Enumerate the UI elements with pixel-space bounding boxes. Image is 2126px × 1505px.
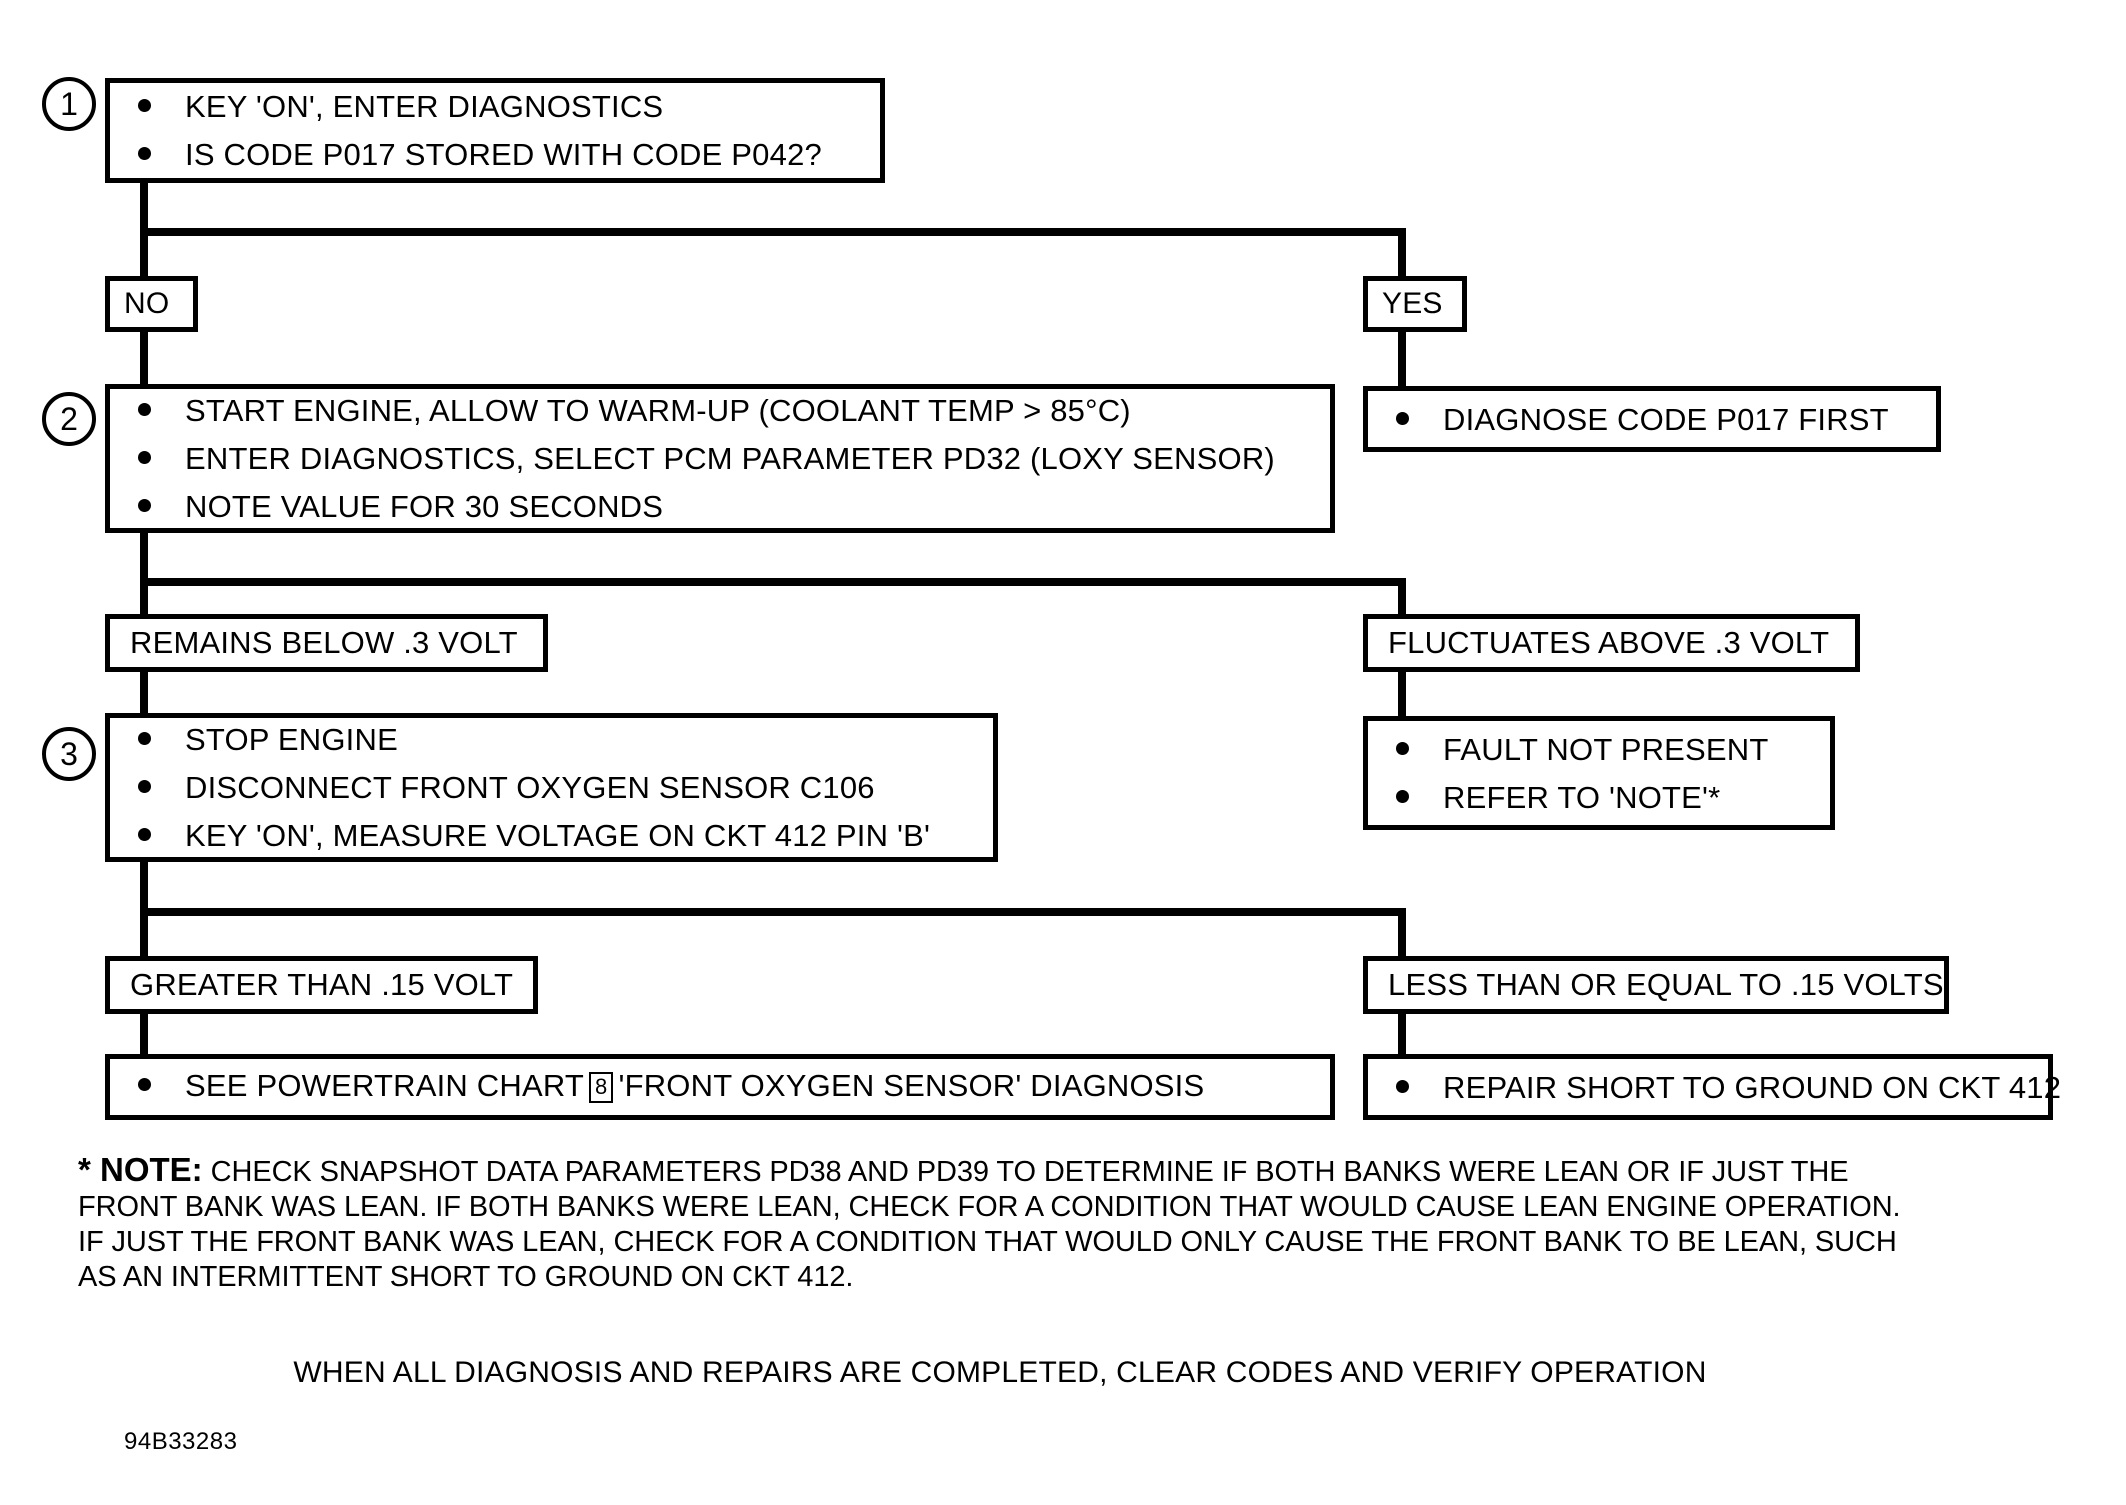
- list-item: DISCONNECT FRONT OXYGEN SENSOR C106: [110, 772, 993, 803]
- connector-remains-down: [140, 578, 148, 618]
- list-item: NOTE VALUE FOR 30 SECONDS: [110, 491, 1330, 522]
- connector-lessthan-down: [1398, 908, 1406, 960]
- list-item: KEY 'ON', MEASURE VOLTAGE ON CKT 412 PIN…: [110, 820, 993, 851]
- outcome-fault-not-present: FAULT NOT PRESENT REFER TO 'NOTE'*: [1363, 716, 1835, 830]
- note-heading: * NOTE:: [78, 1151, 203, 1188]
- branch-label-remains-below: REMAINS BELOW .3 VOLT: [105, 614, 548, 672]
- connector-step3-split: [140, 908, 1406, 916]
- connector-greaterthan-down: [140, 908, 148, 960]
- connector-fluctuates-down: [1398, 578, 1406, 618]
- bullet-dot-icon: [138, 732, 151, 745]
- connector-step1-split: [140, 228, 1406, 236]
- branch-label-less-than-or-equal: LESS THAN OR EQUAL TO .15 VOLTS: [1363, 956, 1949, 1014]
- note-line: * NOTE: CHECK SNAPSHOT DATA PARAMETERS P…: [78, 1152, 2053, 1190]
- connector-step2-split: [140, 578, 1406, 586]
- bullet-dot-icon: [138, 1077, 151, 1091]
- outcome-repair-short-to-ground: REPAIR SHORT TO GROUND ON CKT 412: [1363, 1054, 2061, 1120]
- connector-no-down: [140, 228, 148, 278]
- list-item: FAULT NOT PRESENT: [1368, 734, 1830, 765]
- bullet-dot-icon: [1396, 789, 1409, 803]
- list-item: DIAGNOSE CODE P017 FIRST: [1368, 404, 1936, 435]
- list-item: START ENGINE, ALLOW TO WARM-UP (COOLANT …: [110, 395, 1330, 426]
- note-line: AS AN INTERMITTENT SHORT TO GROUND ON CK…: [78, 1261, 854, 1293]
- chart-reference-icon: 8: [589, 1071, 614, 1103]
- note-line: IF JUST THE FRONT BANK WAS LEAN, CHECK F…: [78, 1226, 1897, 1258]
- bullet-dot-icon: [138, 99, 151, 112]
- connector-greaterthan-to-outcome: [140, 1012, 148, 1056]
- bullet-dot-icon: [1396, 741, 1409, 755]
- list-item: REPAIR SHORT TO GROUND ON CKT 412: [1368, 1072, 2061, 1103]
- closing-instruction: WHEN ALL DIAGNOSIS AND REPAIRS ARE COMPL…: [293, 1356, 1707, 1389]
- note-block: * NOTE: CHECK SNAPSHOT DATA PARAMETERS P…: [78, 1152, 2053, 1295]
- branch-label-yes: YES: [1363, 276, 1467, 332]
- branch-label-greater-than: GREATER THAN .15 VOLT: [105, 956, 538, 1014]
- step-1-box: KEY 'ON', ENTER DIAGNOSTICS IS CODE P017…: [105, 78, 885, 183]
- step-3-box: STOP ENGINE DISCONNECT FRONT OXYGEN SENS…: [105, 713, 998, 862]
- note-text: CHECK SNAPSHOT DATA PARAMETERS PD38 AND …: [210, 1156, 1849, 1188]
- bullet-dot-icon: [138, 499, 151, 512]
- step-2-box: START ENGINE, ALLOW TO WARM-UP (COOLANT …: [105, 384, 1335, 533]
- connector-yes-to-outcome: [1398, 330, 1406, 386]
- bullet-dot-icon: [138, 828, 151, 841]
- step-number-2: 2: [42, 392, 96, 446]
- branch-label-fluctuates-above: FLUCTUATES ABOVE .3 VOLT: [1363, 614, 1860, 672]
- branch-label-no: NO: [105, 276, 198, 332]
- list-item: IS CODE P017 STORED WITH CODE P042?: [110, 139, 880, 170]
- bullet-dot-icon: [1396, 1079, 1409, 1093]
- connector-remains-to-step3: [140, 670, 148, 716]
- document-id: 94B33283: [124, 1428, 238, 1455]
- connector-lessthan-to-outcome: [1398, 1012, 1406, 1056]
- list-item: REFER TO 'NOTE'*: [1368, 782, 1830, 813]
- connector-fluctuates-to-outcome: [1398, 670, 1406, 716]
- connector-yes-down: [1398, 228, 1406, 278]
- bullet-dot-icon: [138, 780, 151, 793]
- connector-step1-down: [140, 183, 148, 236]
- bullet-dot-icon: [138, 403, 151, 416]
- outcome-diagnose-code-first: DIAGNOSE CODE P017 FIRST: [1363, 386, 1941, 452]
- connector-step2-down: [140, 533, 148, 586]
- note-line: FRONT BANK WAS LEAN. IF BOTH BANKS WERE …: [78, 1191, 1901, 1223]
- bullet-dot-icon: [138, 451, 151, 464]
- list-item: ENTER DIAGNOSTICS, SELECT PCM PARAMETER …: [110, 443, 1330, 474]
- connector-step3-down: [140, 862, 148, 916]
- connector-no-to-step2: [140, 330, 148, 386]
- bullet-dot-icon: [1396, 411, 1409, 425]
- bullet-dot-icon: [138, 147, 151, 160]
- step-number-3: 3: [42, 727, 96, 781]
- list-item: KEY 'ON', ENTER DIAGNOSTICS: [110, 91, 880, 122]
- step-number-1: 1: [42, 77, 96, 131]
- list-item: STOP ENGINE: [110, 724, 993, 755]
